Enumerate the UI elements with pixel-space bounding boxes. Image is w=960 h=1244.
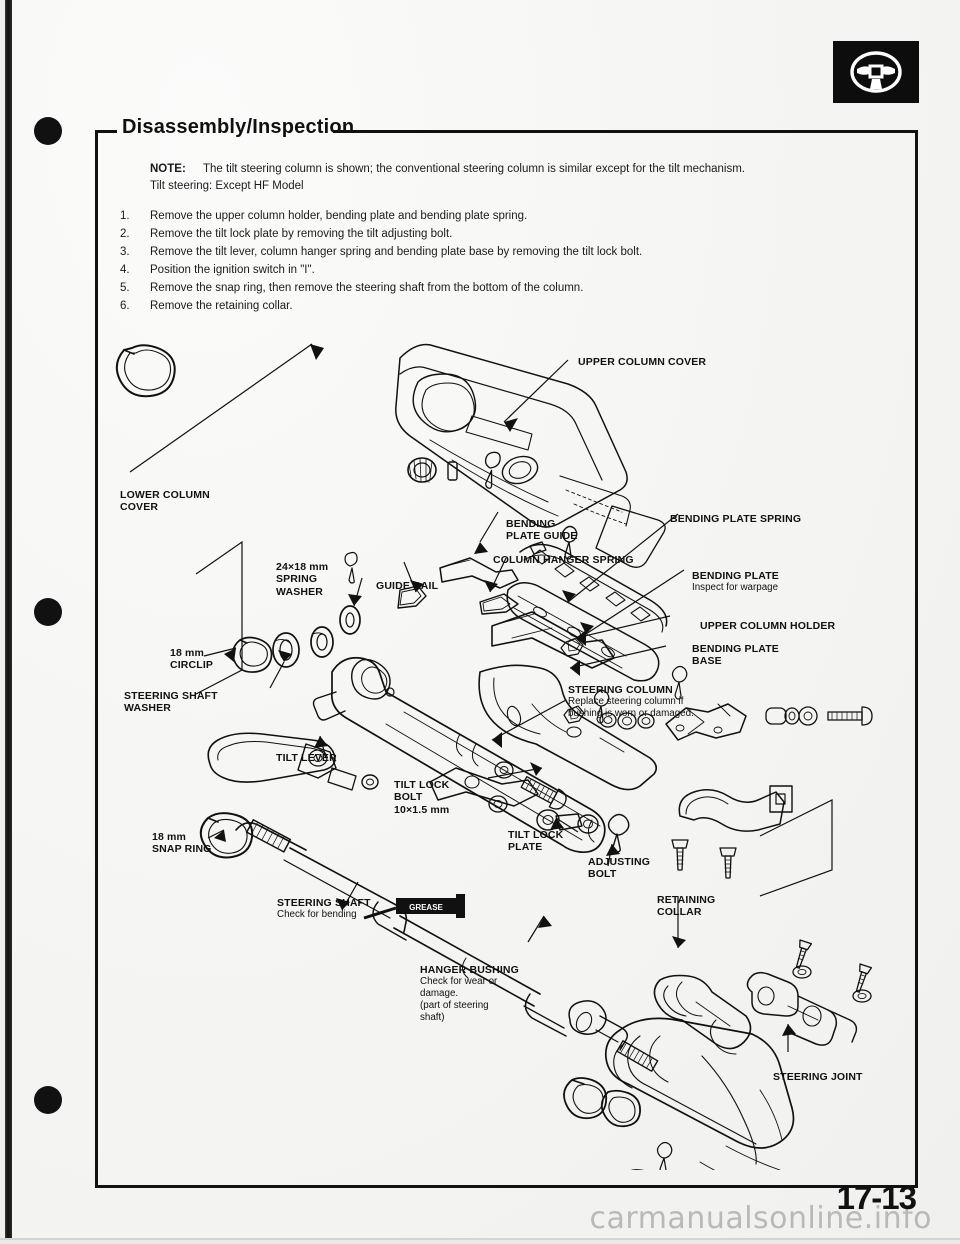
scan-edge-outer (0, 0, 5, 1244)
callout-steering-shaft: STEERING SHAFT Check for bending (277, 884, 371, 934)
callout-steering-joint: STEERING JOINT (773, 1058, 863, 1083)
exploded-view-diagram: GREASE (100, 320, 918, 1170)
note-line-2: Tilt steering: Except HF Model (150, 180, 304, 192)
step-number: 6. (120, 300, 130, 312)
callout-title: COLUMN HANGER SPRING (493, 553, 634, 566)
page-title: Disassembly/Inspection (122, 116, 355, 138)
callout-subtext: Replace steering column if bushing is wo… (568, 696, 694, 719)
list-item: 4. Position the ignition switch in "I". (120, 262, 910, 279)
scan-edge-bottom (0, 1239, 960, 1244)
callout-steering-shaft-washer: STEERING SHAFT WASHER (124, 677, 218, 715)
callout-title: HANGER BUSHING (420, 963, 519, 976)
callout-title: STEERING SHAFT WASHER (124, 689, 218, 715)
callout-bending-plate-base: BENDING PLATE BASE (692, 630, 779, 668)
step-number: 2. (120, 228, 130, 240)
callout-title: 18 mm SNAP RING (152, 830, 212, 856)
callout-lower-column-cover: LOWER COLUMN COVER (120, 476, 210, 514)
callout-upper-column-holder: UPPER COLUMN HOLDER (700, 607, 835, 632)
callout-title: BENDING PLATE BASE (692, 642, 779, 668)
svg-text:GREASE: GREASE (409, 903, 443, 912)
callout-title: BENDING PLATE GUIDE (506, 517, 578, 543)
callout-subtext: Inspect for warpage (692, 582, 779, 593)
callout-title: STEERING COLUMN (568, 683, 673, 696)
callout-spring-washer: 24×18 mm SPRING WASHER (276, 548, 328, 598)
list-item: 1. Remove the upper column holder, bendi… (120, 208, 910, 225)
callout-title: 18 mm CIRCLIP (170, 646, 214, 672)
content-frame-left (95, 130, 98, 1188)
callout-circlip-18mm: 18 mm CIRCLIP (170, 634, 213, 672)
callout-hanger-bushing: HANGER BUSHING Check for wear or damage.… (420, 951, 519, 1037)
steering-wheel-icon (833, 41, 919, 103)
callout-title: TILT LOCK BOLT 10×1.5 mm (394, 778, 450, 816)
callout-subtext: Check for wear or damage. (part of steer… (420, 976, 498, 1023)
callout-title: UPPER COLUMN HOLDER (700, 619, 836, 632)
callout-bending-plate: BENDING PLATE Inspect for warpage (692, 557, 779, 607)
list-item: 5. Remove the snap ring, then remove the… (120, 280, 910, 297)
step-text: Remove the tilt lever, column hanger spr… (150, 246, 643, 258)
callout-subtext: Check for bending (277, 909, 357, 920)
scan-binding-edge (5, 0, 12, 1244)
step-number: 1. (120, 210, 130, 222)
page-background (12, 0, 960, 1244)
watermark: carmanualsonline.info (589, 1201, 932, 1236)
callout-title: STEERING JOINT (773, 1070, 863, 1083)
page-number: 17-13 (836, 1179, 917, 1216)
callout-title: LOWER COLUMN COVER (120, 488, 210, 514)
step-text: Remove the upper column holder, bending … (150, 210, 528, 222)
callout-bending-plate-guide: BENDING PLATE GUIDE (506, 505, 577, 543)
content-frame-bottom (95, 1185, 918, 1188)
punch-hole (34, 598, 62, 626)
callout-tilt-lever: TILT LEVER (276, 739, 337, 764)
punch-hole (34, 117, 62, 145)
header-rule-left (95, 130, 117, 133)
procedure-steps: 1. Remove the upper column holder, bendi… (120, 208, 910, 316)
callout-column-hanger-spring: COLUMN HANGER SPRING (493, 541, 634, 566)
step-number: 3. (120, 246, 130, 258)
punch-hole (34, 1086, 62, 1114)
callout-adjusting-bolt: ADJUSTING BOLT (588, 843, 650, 881)
callout-snap-ring-18mm: 18 mm SNAP RING (152, 818, 212, 856)
step-number: 5. (120, 282, 130, 294)
note-line-1: The tilt steering column is shown; the c… (202, 163, 746, 175)
note-block: NOTE: The tilt steering column is shown;… (150, 161, 895, 194)
step-text: Remove the snap ring, then remove the st… (150, 282, 584, 294)
footer-rule (0, 1238, 960, 1240)
callout-title: BENDING PLATE SPRING (670, 512, 802, 525)
callout-guide-rail: GUIDE RAIL (376, 567, 438, 592)
callout-title: TILT LEVER (276, 751, 337, 764)
step-text: Remove the retaining collar. (150, 300, 293, 312)
callout-bending-plate-spring: BENDING PLATE SPRING (670, 500, 801, 525)
callout-title: STEERING SHAFT (277, 896, 371, 909)
callout-title: BENDING PLATE (692, 569, 779, 582)
step-text: Position the ignition switch in "I". (150, 264, 315, 276)
callout-title: 24×18 mm SPRING WASHER (276, 560, 329, 598)
list-item: 6. Remove the retaining collar. (120, 298, 910, 315)
callout-retaining-collar: RETAINING COLLAR (657, 881, 715, 919)
callout-upper-column-cover: UPPER COLUMN COVER (578, 343, 706, 368)
header-rule-right (333, 130, 918, 133)
list-item: 3. Remove the tilt lever, column hanger … (120, 244, 910, 261)
callout-title: GUIDE RAIL (376, 579, 439, 592)
step-number: 4. (120, 264, 130, 276)
callout-tilt-lock-bolt: TILT LOCK BOLT 10×1.5 mm (394, 766, 449, 816)
callout-steering-column: STEERING COLUMN Replace steering column … (568, 671, 694, 733)
callout-tilt-lock-plate: TILT LOCK PLATE (508, 816, 563, 854)
callout-title: UPPER COLUMN COVER (578, 355, 707, 368)
note-label: NOTE: (150, 163, 186, 175)
callout-title: TILT LOCK PLATE (508, 828, 564, 854)
list-item: 2. Remove the tilt lock plate by removin… (120, 226, 910, 243)
content-frame-right (915, 130, 918, 1188)
callout-title: RETAINING COLLAR (657, 893, 716, 919)
callout-title: ADJUSTING BOLT (588, 855, 651, 881)
step-text: Remove the tilt lock plate by removing t… (150, 228, 453, 240)
